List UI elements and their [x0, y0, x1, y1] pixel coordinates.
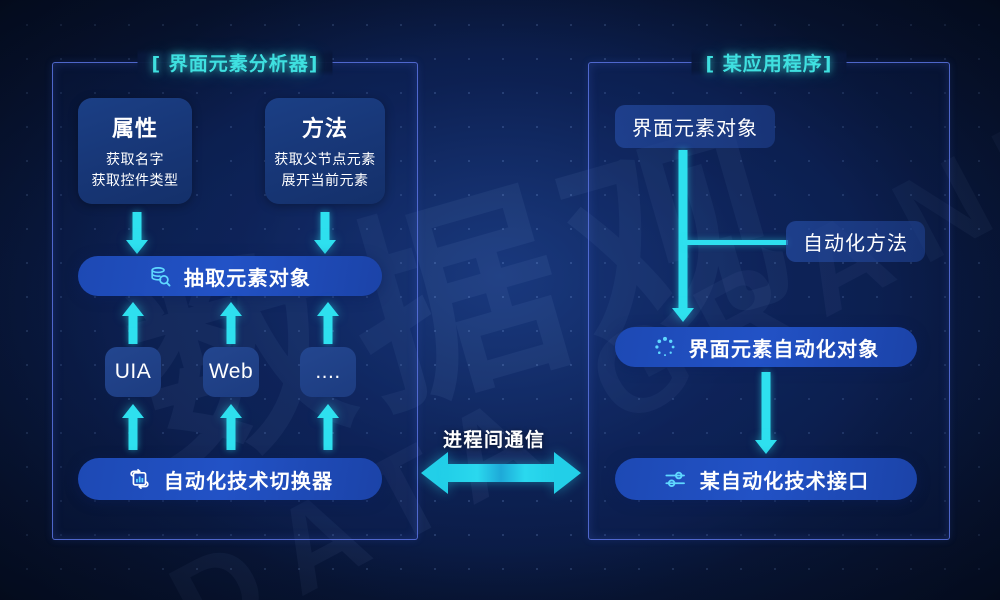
- chip-uia-label: UIA: [114, 360, 152, 383]
- panel-left-title: [ 界面元素分析器]: [137, 49, 333, 76]
- box-automation-method[interactable]: 自动化方法: [786, 221, 925, 262]
- card-methods-line-1: 获取父节点元素: [274, 152, 376, 169]
- card-attributes[interactable]: 属性 获取名字 获取控件类型: [78, 98, 192, 204]
- card-methods-line-2: 展开当前元素: [281, 172, 369, 189]
- card-methods-title: 方法: [301, 117, 348, 143]
- panel-right-title: [ 某应用程序]: [691, 49, 847, 76]
- box-element-object-label: 界面元素对象: [632, 116, 758, 140]
- database-search-icon: [149, 265, 172, 288]
- dotted-circle-icon: [653, 335, 677, 359]
- card-attributes-line-2: 获取控件类型: [91, 172, 179, 189]
- box-automation-object[interactable]: 界面元素自动化对象: [615, 327, 917, 367]
- box-automation-object-label: 界面元素自动化对象: [688, 336, 880, 361]
- arrow-automation-object-to-api: [755, 372, 777, 454]
- arrow-switcher-to-other: [317, 404, 339, 450]
- arrow-element-to-automation-object: [672, 150, 694, 322]
- chip-uia[interactable]: UIA: [105, 347, 161, 397]
- chip-web-label: Web: [208, 360, 254, 383]
- arrow-other-to-extract: [317, 302, 339, 344]
- ipc-label: 进程间通信: [443, 429, 546, 451]
- box-automation-api-label: 某自动化技术接口: [699, 468, 870, 493]
- arrow-uia-to-extract: [122, 302, 144, 344]
- box-automation-method-label: 自动化方法: [803, 231, 908, 255]
- box-extract-label: 抽取元素对象: [183, 265, 312, 290]
- sliders-icon: [663, 467, 688, 492]
- card-methods[interactable]: 方法 获取父节点元素 展开当前元素: [265, 98, 385, 204]
- arrow-switcher-to-uia: [122, 404, 144, 450]
- connector-method-to-arrow: [683, 240, 788, 245]
- box-automation-api[interactable]: 某自动化技术接口: [615, 458, 917, 500]
- switch-chart-icon: [127, 467, 152, 492]
- chip-other-label: ....: [315, 360, 341, 383]
- arrow-attributes-to-extract: [126, 212, 148, 254]
- arrow-switcher-to-web: [220, 404, 242, 450]
- box-automation-switcher[interactable]: 自动化技术切换器: [78, 458, 382, 500]
- arrow-bar: [447, 464, 555, 482]
- chip-web[interactable]: Web: [203, 347, 259, 397]
- arrow-web-to-extract: [220, 302, 242, 344]
- card-attributes-title: 属性: [111, 117, 158, 143]
- card-attributes-line-1: 获取名字: [106, 152, 164, 169]
- arrow-tip-right: [554, 452, 581, 494]
- chip-other[interactable]: ....: [300, 347, 356, 397]
- box-switcher-label: 自动化技术切换器: [163, 468, 334, 493]
- ipc-bidirectional-arrow: [421, 452, 581, 494]
- arrow-tip-left: [421, 452, 448, 494]
- box-extract-element-object[interactable]: 抽取元素对象: [78, 256, 382, 296]
- arrow-methods-to-extract: [314, 212, 336, 254]
- box-element-object[interactable]: 界面元素对象: [615, 105, 775, 148]
